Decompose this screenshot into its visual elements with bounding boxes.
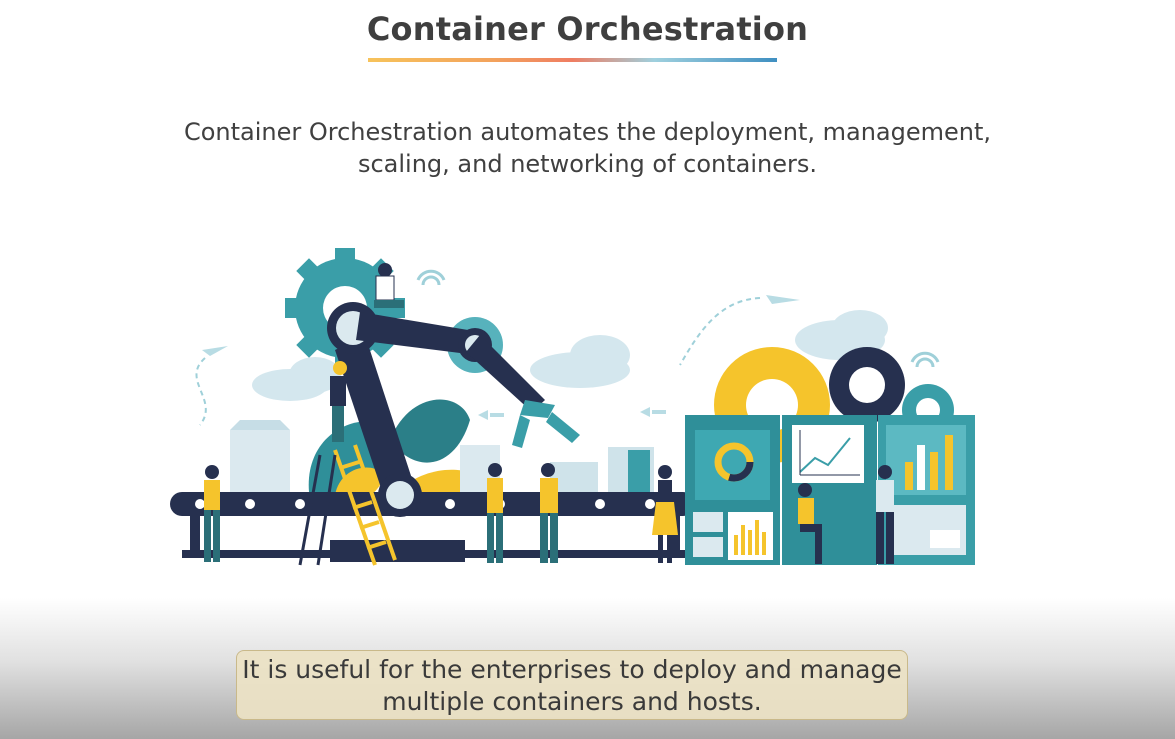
cloud-icon — [252, 310, 888, 401]
ladder-shadow — [298, 454, 337, 566]
dashboard-panels — [685, 415, 975, 565]
slide-title: Container Orchestration — [366, 10, 809, 48]
gear-icon — [829, 347, 905, 423]
conveyor-belt — [170, 492, 695, 562]
person-figure — [652, 465, 678, 563]
person-figure — [798, 483, 822, 564]
arrow-hints — [478, 407, 666, 420]
dashed-path — [679, 297, 761, 366]
title-underline — [368, 58, 777, 62]
caption-line-2: multiple containers and hosts. — [382, 687, 762, 716]
ladder — [333, 444, 397, 566]
person-figure — [487, 463, 503, 563]
dashed-path — [195, 357, 207, 426]
description-line-1: Container Orchestration automates the de… — [183, 118, 992, 146]
person-figure — [330, 361, 347, 442]
person-figure — [204, 465, 220, 562]
caption-line-1: It is useful for the enterprises to depl… — [242, 655, 902, 684]
wifi-icon — [416, 269, 940, 368]
caption-box: It is useful for the enterprises to depl… — [236, 650, 908, 720]
slide-description: Container Orchestration automates the de… — [130, 116, 1045, 180]
description-line-2: scaling, and networking of containers. — [357, 150, 818, 178]
robotic-arm — [327, 302, 580, 517]
person-figure — [374, 263, 404, 308]
person-figure — [540, 463, 558, 563]
paper-plane-icon — [202, 295, 800, 356]
person-figure — [876, 465, 894, 564]
orchestration-illustration — [170, 248, 975, 566]
